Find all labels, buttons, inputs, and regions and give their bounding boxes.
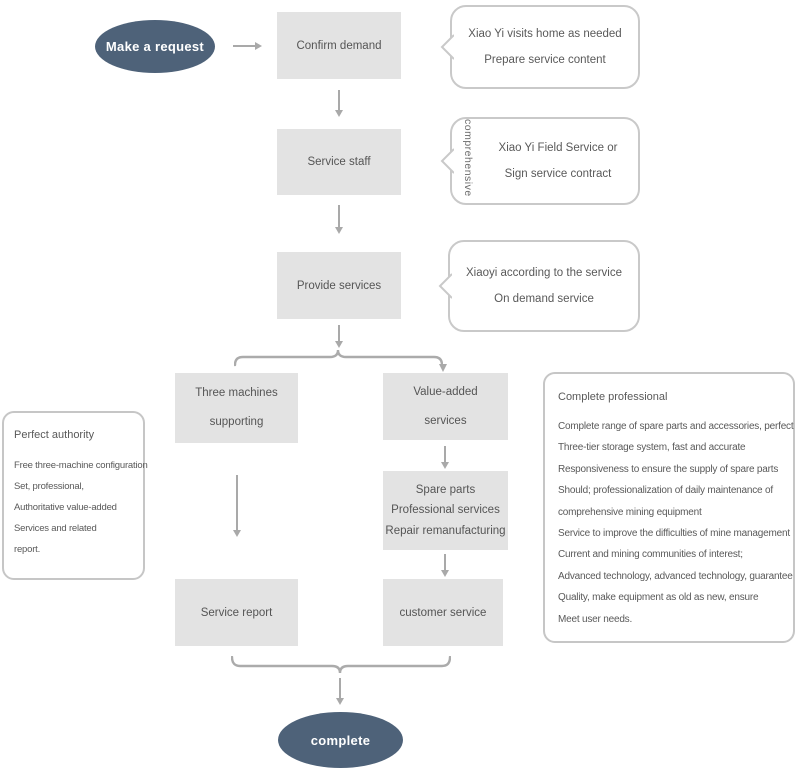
note-complete-professional: Complete professional Complete range of … [543, 372, 795, 643]
step-label: Service report [200, 606, 273, 619]
note-title: Complete professional [558, 391, 668, 403]
step-customer-service: customer service [383, 579, 503, 646]
note-line: Authoritative value-added [14, 502, 117, 513]
split-brace [234, 349, 443, 367]
callout-provide-services: Xiaoyi according to the service On deman… [438, 240, 640, 332]
callout-tail-icon [440, 34, 454, 60]
callout-line: Xiaoyi according to the service [466, 267, 622, 279]
note-line: Three-tier storage system, fast and accu… [558, 442, 746, 454]
end-node: complete [278, 712, 403, 768]
step-provide-services: Provide services [277, 252, 401, 319]
step-label: services [424, 414, 467, 427]
callout-confirm-demand: Xiao Yi visits home as needed Prepare se… [440, 5, 640, 89]
arrow-provide-to-split [335, 325, 343, 348]
step-spare-parts: Spare parts Professional services Repair… [383, 471, 508, 550]
note-line: comprehensive mining equipment [558, 506, 702, 518]
step-service-staff: Service staff [277, 129, 401, 195]
arrow-spare-to-customer [441, 554, 449, 577]
arrow-merge-to-complete [336, 678, 344, 705]
arrow-staff-to-provide [335, 205, 343, 234]
start-node: Make a request [95, 20, 215, 73]
note-line: Quality, make equipment as old as new, e… [558, 592, 759, 604]
step-label: customer service [399, 606, 487, 619]
callout-line: Sign service contract [504, 168, 612, 180]
note-line: Complete range of spare parts and access… [558, 421, 794, 432]
callout-line: Xiao Yi visits home as needed [468, 28, 622, 40]
callout-service-staff: comprehensive Xiao Yi Field Service or S… [440, 117, 640, 205]
step-confirm-demand: Confirm demand [277, 12, 401, 79]
callout-line: Prepare service content [484, 54, 606, 66]
step-label: Provide services [296, 279, 382, 292]
note-line: Advanced technology, advanced technology… [558, 570, 793, 582]
note-line: Set, professional, [14, 481, 84, 492]
callout-line: On demand service [494, 293, 594, 305]
step-label: Repair remanufacturing [385, 524, 506, 537]
step-value-added: Value-added services [383, 373, 508, 440]
step-label: Professional services [391, 504, 500, 517]
start-label: Make a request [105, 39, 205, 54]
arrow-value-to-spare [441, 446, 449, 469]
callout-tail-icon [440, 148, 454, 174]
step-label: Confirm demand [296, 39, 382, 52]
step-label: Value-added [413, 385, 478, 398]
callout-tail-icon [438, 273, 452, 299]
note-line: Should; professionalization of daily mai… [558, 485, 773, 497]
step-label: Service staff [307, 156, 371, 168]
step-three-machines: Three machines supporting [175, 373, 298, 443]
end-label: complete [310, 732, 371, 748]
merge-brace [231, 656, 451, 674]
step-label: supporting [209, 416, 264, 428]
callout-side-label: comprehensive [462, 119, 474, 197]
note-line: Responsiveness to ensure the supply of s… [558, 463, 779, 475]
note-line: Free three-machine configuration [14, 460, 148, 471]
split-arrowhead-value-added [439, 364, 447, 372]
arrow-start-to-confirm [233, 42, 262, 50]
arrow-three-machines-to-report [233, 475, 241, 537]
note-line: Service to improve the difficulties of m… [558, 528, 790, 540]
note-line: Services and related [14, 523, 97, 534]
note-line: Current and mining communities of intere… [558, 549, 743, 561]
note-perfect-authority: Perfect authority Free three-machine con… [2, 411, 148, 580]
step-label: Spare parts [415, 483, 476, 496]
step-service-report: Service report [175, 579, 298, 646]
arrow-confirm-to-staff [335, 90, 343, 117]
callout-line: Xiao Yi Field Service or [498, 142, 618, 154]
step-label: Three machines [195, 387, 278, 399]
note-line: Meet user needs. [558, 613, 633, 625]
note-title: Perfect authority [14, 429, 95, 441]
note-line: report. [14, 544, 41, 555]
